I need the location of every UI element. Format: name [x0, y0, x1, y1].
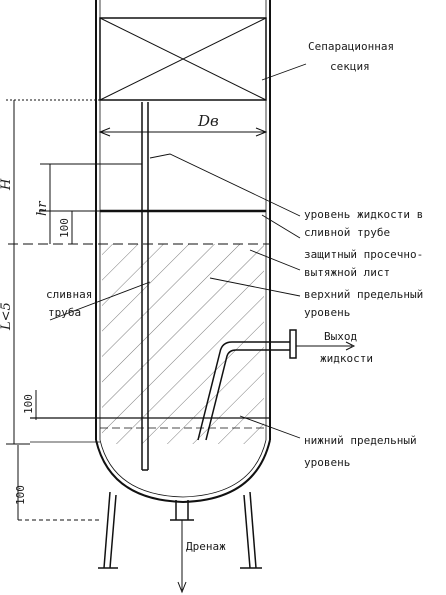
support-legs [98, 491, 262, 569]
label-outlet-1: Выход [324, 330, 357, 343]
label-protective-sheet-1: защитный просечно- [304, 248, 423, 261]
label-dim-100-bottom: 100 [14, 485, 27, 505]
label-upper-limit-1: верхний предельный [304, 288, 423, 301]
vertical-dimensions [6, 99, 142, 521]
liquid-hatch [102, 244, 264, 444]
label-lower-limit-2: уровень [304, 456, 350, 469]
label-liquid-level-2: сливной трубе [304, 226, 390, 239]
drain-nozzle [170, 500, 194, 594]
label-outlet-2: жидкости [320, 352, 373, 365]
label-protective-sheet-2: вытяжной лист [304, 266, 390, 279]
diameter-dimension [98, 127, 268, 137]
overflow-pipe [141, 102, 149, 471]
label-liquid-level-1: уровень жидкости в [304, 208, 423, 221]
label-dim-100-lower: 100 [22, 394, 35, 414]
leader-lines [49, 63, 307, 439]
label-upper-limit-2: уровень [304, 306, 350, 319]
outlet-pipe [197, 329, 356, 441]
label-separation-section-2: секция [330, 60, 370, 73]
label-diameter: Dв [197, 112, 219, 130]
label-drain-pipe-1: сливная [46, 288, 92, 301]
label-drain-pipe-2: труба [48, 306, 81, 319]
label-dim-100-top: 100 [58, 218, 71, 238]
level-lines [8, 209, 270, 443]
separation-section [99, 17, 267, 101]
label-height-hr: hr [35, 201, 50, 216]
label-drainage: Дренаж [186, 540, 226, 553]
label-dim-L: L<5 [0, 302, 14, 331]
label-lower-limit-1: нижний предельный [304, 434, 417, 447]
label-height-H: H [0, 178, 14, 191]
label-separation-section-1: Сепарационная [308, 40, 394, 53]
